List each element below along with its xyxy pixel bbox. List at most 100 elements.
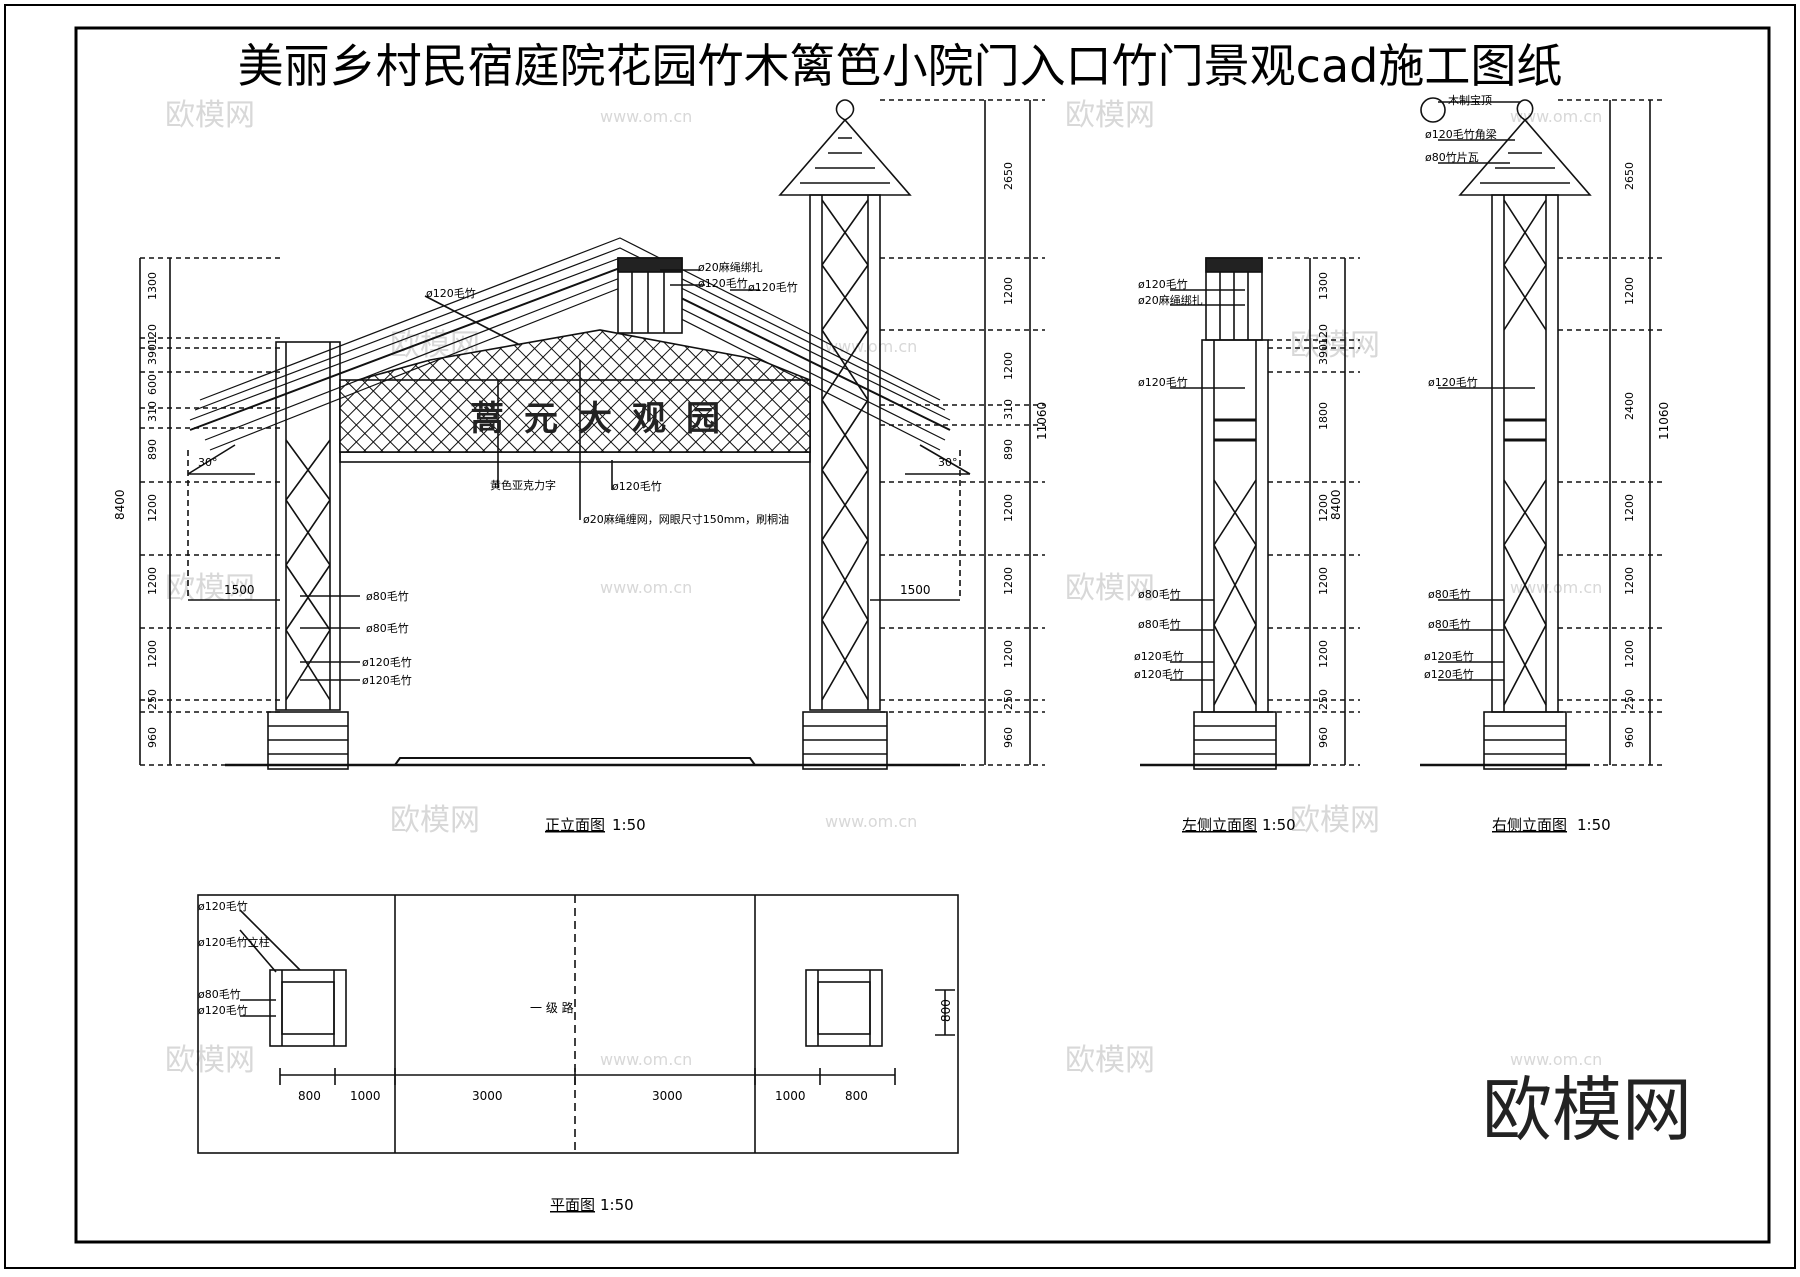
callout: ø120毛竹 (198, 1003, 248, 1017)
watermark-url: www.om.cn (600, 578, 692, 597)
angle-label: 30° (938, 456, 958, 469)
svg-text:1800: 1800 (1317, 402, 1330, 430)
view-scale: 1:50 (1577, 816, 1611, 834)
svg-text:1200: 1200 (1002, 277, 1015, 305)
sign-text: 蒿元大观园 (470, 399, 740, 439)
watermark-url: www.om.cn (600, 107, 692, 126)
watermark-text: 欧模网 (1290, 328, 1380, 363)
svg-text:1200: 1200 (1623, 567, 1636, 595)
left-dims: 1300 120 390 600 310 890 1200 1200 1200 … (146, 272, 159, 748)
road-label: 一 级 路 (530, 1000, 574, 1015)
callout: ø80竹片瓦 (1425, 150, 1479, 164)
svg-text:960: 960 (1002, 727, 1015, 748)
callout: ø120毛竹 (698, 276, 748, 290)
svg-text:1200: 1200 (1317, 567, 1330, 595)
plan-view (197, 894, 959, 1154)
svg-text:1200: 1200 (1002, 567, 1015, 595)
view-scale: 1:50 (1262, 816, 1296, 834)
callout: ø80毛竹 (366, 621, 409, 635)
svg-text:1200: 1200 (1317, 640, 1330, 668)
svg-text:2400: 2400 (1623, 392, 1636, 420)
svg-text:120: 120 (146, 324, 159, 345)
svg-text:1200: 1200 (146, 640, 159, 668)
watermark-url: www.om.cn (1510, 1050, 1602, 1069)
callout: ø120毛竹 (748, 280, 798, 294)
watermark-url: www.om.cn (825, 337, 917, 356)
inner-frame (74, 26, 1771, 1244)
drawing-title: 美丽乡村民宿庭院花园竹木篱笆小院门入口竹门景观cad施工图纸 (237, 39, 1563, 93)
callout: 木制宝顶 (1448, 93, 1492, 107)
plan-side-dim: 800 (939, 999, 953, 1022)
left-annotations: ø120毛竹 ø20麻绳绑扎 ø120毛竹 ø80毛竹 ø80毛竹 ø120毛竹… (1134, 272, 1343, 834)
callout: ø20麻绳绑扎 (1138, 293, 1203, 307)
svg-text:890: 890 (146, 439, 159, 460)
svg-text:310: 310 (146, 401, 159, 422)
angle-label: 30° (198, 456, 218, 469)
view-scale: 1:50 (600, 1196, 634, 1214)
total-dim: 8400 (1329, 489, 1343, 520)
right-annotations: 木制宝顶 ø120毛竹角梁 ø80竹片瓦 ø120毛竹 ø80毛竹 ø80毛竹 … (1424, 93, 1671, 834)
plan-dim: 800 (845, 1089, 868, 1103)
plan-dim: 3000 (472, 1089, 503, 1103)
svg-text:310: 310 (1002, 399, 1015, 420)
watermarks: 欧模网 www.om.cn 欧模网 www.om.cn 欧模网 www.om.c… (165, 98, 1602, 1078)
svg-text:2650: 2650 (1002, 162, 1015, 190)
svg-text:1200: 1200 (1623, 277, 1636, 305)
svg-text:960: 960 (1317, 727, 1330, 748)
svg-text:890: 890 (1002, 439, 1015, 460)
callout: ø80毛竹 (198, 987, 241, 1001)
svg-text:250: 250 (1623, 689, 1636, 710)
callout: ø80毛竹 (1428, 587, 1471, 601)
view-caption: 平面图 (550, 1196, 595, 1214)
right-view-dims: 2650 1200 2400 1200 1200 1200 250 960 (1623, 162, 1636, 748)
callout: ø120毛竹 (1424, 649, 1474, 663)
view-caption: 正立面图 (545, 816, 605, 834)
callout: ø120毛竹 (198, 899, 248, 913)
callout: ø80毛竹 (1428, 617, 1471, 631)
callout: ø120毛竹 (1134, 649, 1184, 663)
watermark-text: 欧模网 (165, 1043, 255, 1078)
callout: ø120毛竹 (1424, 667, 1474, 681)
svg-text:1300: 1300 (1317, 272, 1330, 300)
watermark-text: 欧模网 (1065, 571, 1155, 606)
view-caption: 右侧立面图 (1492, 816, 1567, 834)
callout: ø120毛竹 (1428, 375, 1478, 389)
svg-text:1300: 1300 (146, 272, 159, 300)
callout: ø120毛竹 (1134, 667, 1184, 681)
watermark-text: 欧模网 (1290, 803, 1380, 838)
watermark-url: www.om.cn (1510, 578, 1602, 597)
svg-text:1200: 1200 (146, 567, 159, 595)
view-caption: 左侧立面图 (1182, 816, 1257, 834)
svg-text:1200: 1200 (1623, 494, 1636, 522)
svg-text:1200: 1200 (1002, 352, 1015, 380)
brand-logo: 欧模网 (1482, 1069, 1692, 1151)
callout: ø120毛竹 (362, 673, 412, 687)
callout: ø80毛竹 (1138, 617, 1181, 631)
watermark-url: www.om.cn (825, 812, 917, 831)
svg-text:2650: 2650 (1623, 162, 1636, 190)
svg-text:600: 600 (146, 374, 159, 395)
svg-text:390: 390 (146, 344, 159, 365)
total-dim-right: 11060 (1035, 402, 1049, 440)
plan-dim: 3000 (652, 1089, 683, 1103)
callout: ø120毛竹角梁 (1425, 127, 1497, 141)
callout: ø120毛竹 (1138, 277, 1188, 291)
svg-text:1200: 1200 (1623, 640, 1636, 668)
svg-text:1200: 1200 (146, 494, 159, 522)
front-elevation (139, 99, 1045, 770)
callout: ø80毛竹 (1138, 587, 1181, 601)
overhang-dim: 1500 (224, 583, 255, 597)
total-dim: 11060 (1657, 402, 1671, 440)
watermark-text: 欧模网 (165, 98, 255, 133)
watermark-text: 欧模网 (1065, 98, 1155, 133)
callout: ø120毛竹 (426, 286, 476, 300)
total-dim-left: 8400 (113, 489, 127, 520)
svg-text:960: 960 (146, 727, 159, 748)
svg-text:120: 120 (1317, 324, 1330, 345)
callout: ø20麻绳缠网，网眼尺寸150mm，刷桐油 (583, 512, 789, 526)
watermark-text: 欧模网 (390, 803, 480, 838)
right-elevation (1420, 97, 1665, 770)
callout: ø20麻绳绑扎 (698, 260, 763, 274)
front-annotations: ø120毛竹 ø20麻绳绑扎 ø120毛竹 ø120毛竹 黄色亚克力字 ø120… (113, 162, 1049, 834)
